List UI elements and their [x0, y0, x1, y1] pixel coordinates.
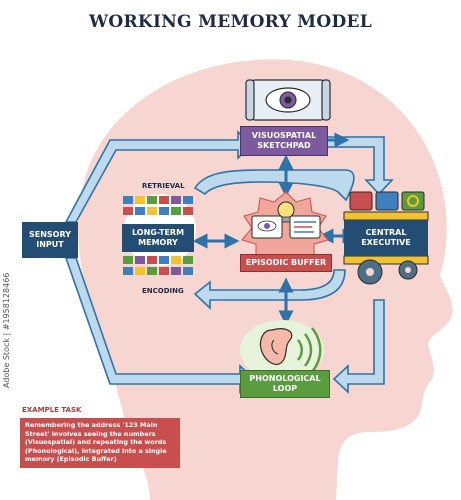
phonological-loop-box: PHONOLOGICAL LOOP — [240, 370, 330, 398]
diagram-title: WORKING MEMORY MODEL — [88, 12, 373, 32]
eye-icon — [245, 79, 331, 121]
flow-arrows — [64, 130, 394, 394]
double-arrows — [192, 132, 358, 326]
encoding-label: ENCODING — [142, 287, 184, 295]
example-task-text: Remembering the address '123 Main Street… — [20, 418, 180, 468]
central-executive-box: CENTRAL EXECUTIVE — [344, 220, 428, 256]
head-silhouette — [78, 59, 453, 500]
watermark-text: Adobe Stock | #1958128466 — [2, 272, 11, 388]
episodic-buffer-box: EPISODIC BUFFER — [240, 254, 332, 272]
sound-waves-icon — [296, 327, 322, 373]
sensory-input-box: SENSORY INPUT — [22, 222, 78, 258]
long-term-memory-box: LONG-TERM MEMORY — [122, 224, 194, 252]
visuospatial-sketchpad-box: VISUOSPATIAL SKETCHPAD — [240, 126, 328, 156]
ear-icon — [240, 320, 324, 380]
example-task-title: EXAMPLE TASK — [22, 406, 82, 414]
retrieval-label: RETRIEVAL — [142, 182, 185, 190]
gear-icon — [343, 191, 429, 285]
